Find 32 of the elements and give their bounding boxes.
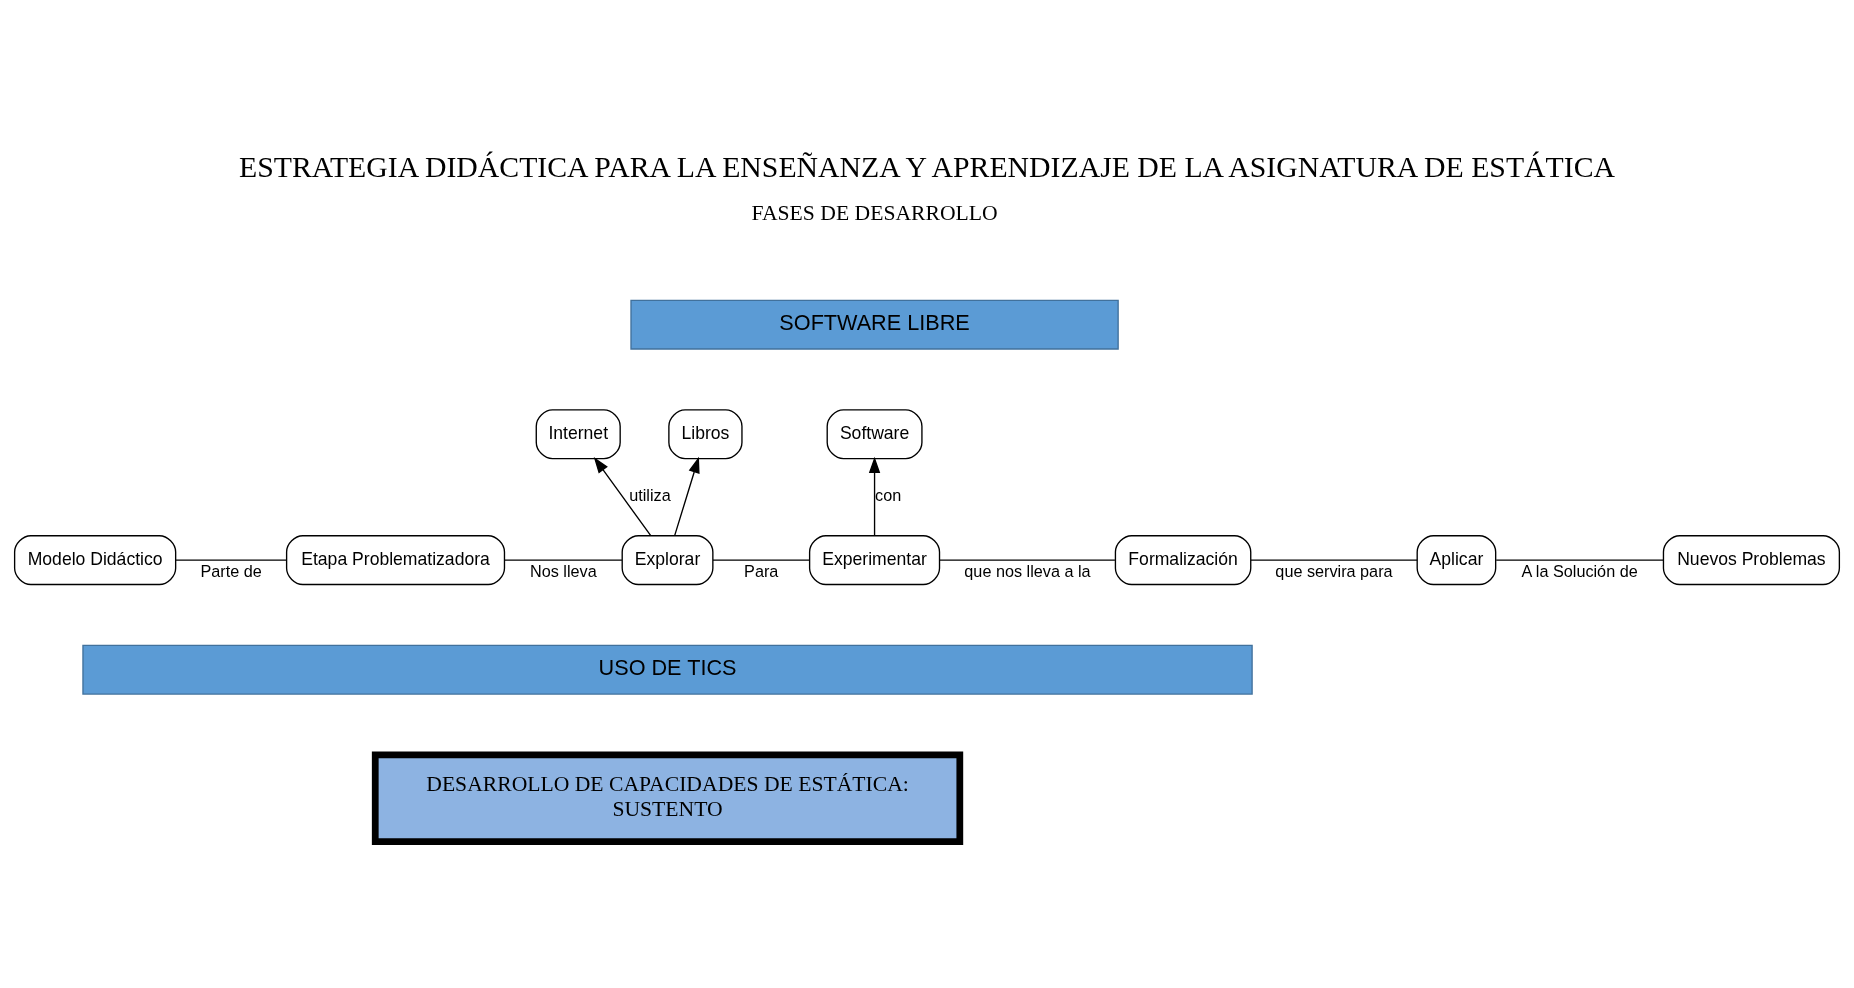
node-box: Software <box>826 408 923 459</box>
edge-label: que servira para <box>1275 561 1393 580</box>
edge-label: utiliza <box>629 485 671 504</box>
connector <box>1495 558 1664 561</box>
arrow <box>868 456 881 536</box>
node-box: Experimentar <box>808 534 941 585</box>
connector <box>1250 558 1418 561</box>
diagram-title: ESTRATEGIA DIDÁCTICA PARA LA ENSEÑANZA Y APRENDIZAJE DE LA ASIGNATURA DE ESTÁTICA <box>239 149 1615 183</box>
edge-label: Parte de <box>200 561 262 580</box>
connector <box>938 558 1116 561</box>
node-box: USO DE TICS <box>82 644 1253 695</box>
node-box: Formalización <box>1114 534 1252 585</box>
node-box: Aplicar <box>1416 534 1497 585</box>
node-box: Internet <box>535 408 621 459</box>
edge-label: Para <box>744 561 779 580</box>
node-box: Nuevos Problemas <box>1662 534 1841 585</box>
node-box: Explorar <box>621 534 714 585</box>
connector <box>503 558 623 561</box>
connector <box>712 558 811 561</box>
connector <box>175 558 287 561</box>
edge-label: que nos lleva a la <box>964 561 1091 580</box>
node-box: Etapa Problematizadora <box>285 534 506 585</box>
edge-label: con <box>875 485 902 504</box>
node-box: DESARROLLO DE CAPACIDADES DE ESTÁTICA: SUSTENTO <box>371 751 964 845</box>
node-box: Libros <box>668 408 743 459</box>
arrow <box>593 456 652 536</box>
edge-label: A la Solución de <box>1521 561 1638 580</box>
arrow <box>674 456 700 536</box>
node-box: Modelo Didáctico <box>13 534 177 585</box>
node-box: SOFTWARE LIBRE <box>630 299 1119 350</box>
label: FASES DE DESARROLLO <box>751 200 998 225</box>
edge-label: Nos lleva <box>529 561 597 580</box>
